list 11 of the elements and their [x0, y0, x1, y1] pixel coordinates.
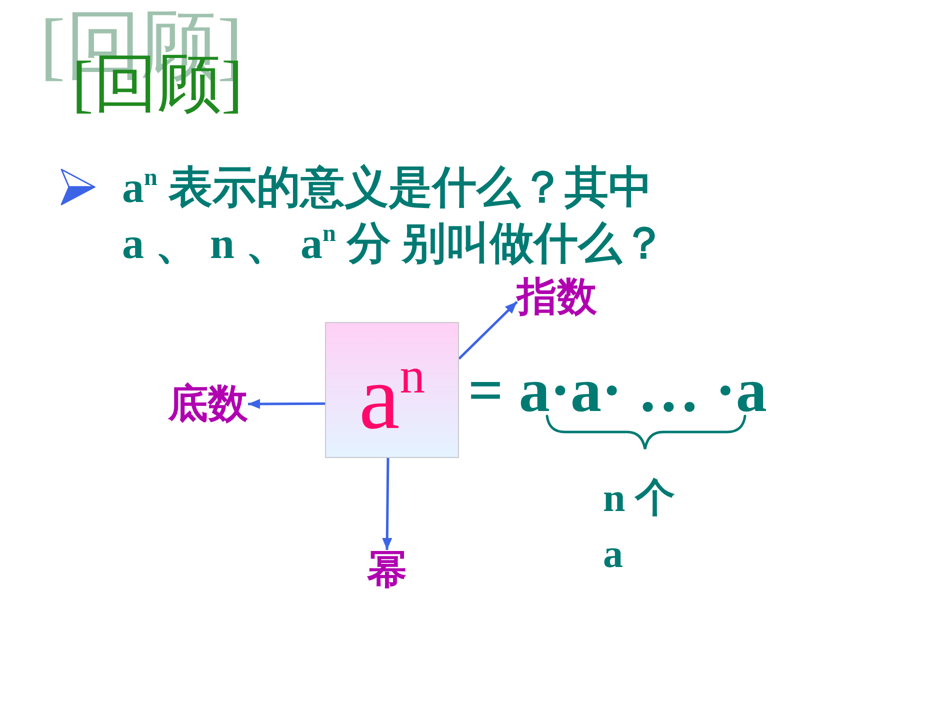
equation-text: = a·a· … ·a — [468, 360, 767, 422]
brace-label: n 个 a — [603, 474, 676, 578]
arrow — [248, 398, 325, 409]
formula-text: a$^{n}$ — [358, 351, 426, 443]
term-label: 指数 — [517, 277, 597, 317]
formula-box — [325, 322, 459, 458]
arrow — [458, 300, 518, 360]
term-label: 幂 — [367, 550, 407, 590]
arrow — [382, 458, 392, 550]
question-text: a$^{n}$ 表示的意义是什么？其中 a 、 n 、 a$^{n}$ 分 别叫做什么？ — [122, 162, 667, 270]
term-label: 底数 — [168, 384, 248, 424]
